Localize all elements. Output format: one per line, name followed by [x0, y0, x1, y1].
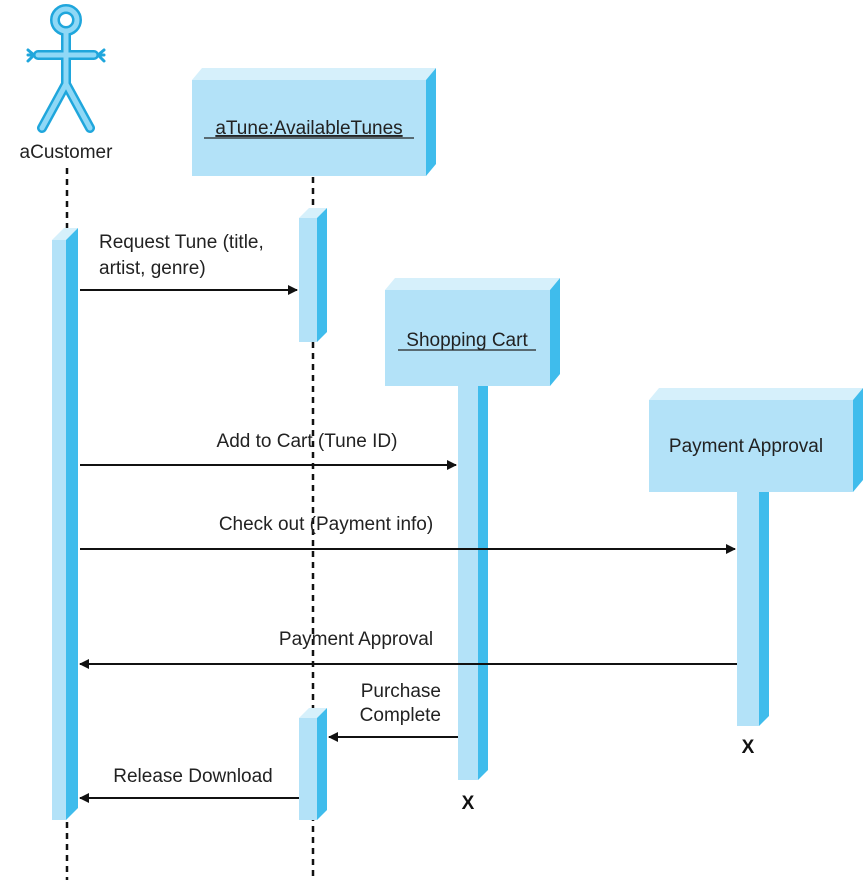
release-download-label: Release Download: [113, 766, 273, 787]
payment-object-box: [649, 388, 863, 492]
cart-object-label: Shopping Cart: [406, 330, 528, 351]
payment-object-label: Payment Approval: [669, 436, 823, 457]
cart-object-box: [385, 278, 560, 386]
tunes-object-label: aTune:AvailableTunes: [215, 118, 402, 139]
actor-name: aCustomer: [20, 142, 114, 163]
check-out-label: Check out (Payment info): [219, 514, 433, 535]
customer-actor-icon: [26, 4, 106, 133]
cart-terminator: X: [462, 793, 475, 814]
cart-activation-bar: [458, 386, 488, 780]
payment-activation-bar: [737, 492, 769, 726]
add-to-cart-label: Add to Cart (Tune ID): [217, 431, 398, 452]
purchase-complete-label-2: Complete: [360, 705, 441, 726]
customer-activation-bar: [52, 228, 78, 820]
tunes-activation-bar-2: [299, 708, 327, 820]
request-tune-label-2: artist, genre): [99, 258, 206, 279]
tunes-activation-bar-1: [299, 208, 327, 342]
request-tune-label-1: Request Tune (title,: [99, 232, 264, 253]
payment-approval-message-label: Payment Approval: [279, 629, 433, 650]
purchase-complete-label-1: Purchase: [361, 681, 441, 702]
payment-terminator: X: [742, 737, 755, 758]
tunes-object-box: [192, 68, 436, 176]
